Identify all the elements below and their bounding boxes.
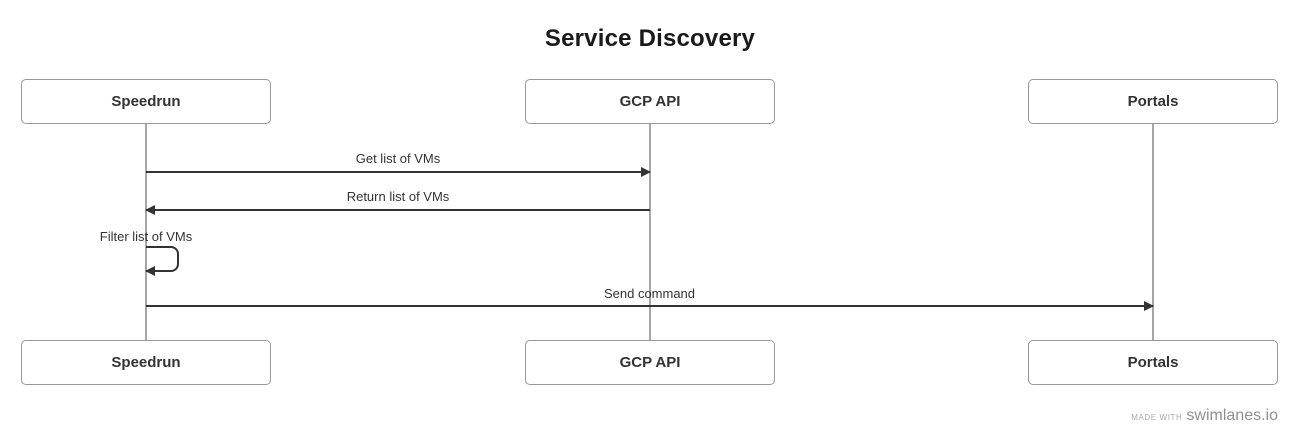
actor-bottom-gcp-api: GCP API bbox=[525, 340, 775, 385]
diagram-title: Service Discovery bbox=[544, 25, 756, 52]
actor-top-portals: Portals bbox=[1028, 79, 1278, 124]
arrowhead-left-icon bbox=[145, 266, 155, 276]
message-label: Send command bbox=[603, 286, 696, 301]
arrowhead-right-icon bbox=[1144, 301, 1154, 311]
actor-bottom-speedrun: Speedrun bbox=[21, 340, 271, 385]
message-label: Return list of VMs bbox=[346, 189, 450, 204]
message-send-command: Send command bbox=[146, 286, 1154, 311]
actor-label-gcp-api: GCP API bbox=[619, 354, 681, 371]
lifeline-portals bbox=[1152, 123, 1154, 341]
actor-label-portals: Portals bbox=[1127, 93, 1179, 110]
actor-top-gcp-api: GCP API bbox=[525, 79, 775, 124]
actor-label-gcp-api: GCP API bbox=[619, 93, 681, 110]
message-label: Get list of VMs bbox=[355, 151, 441, 166]
message-arrow-line bbox=[146, 167, 651, 177]
message-get-list-of-vms: Get list of VMs bbox=[146, 151, 651, 177]
actor-label-speedrun: Speedrun bbox=[111, 93, 181, 110]
actor-bottom-portals: Portals bbox=[1028, 340, 1278, 385]
lifeline-speedrun bbox=[145, 123, 147, 341]
message-arrow-line bbox=[146, 301, 1154, 311]
message-label: Filter list of VMs bbox=[99, 229, 193, 244]
swimlanes-brand: swimlanes.io bbox=[1186, 407, 1278, 424]
actor-label-portals: Portals bbox=[1127, 354, 1179, 371]
message-arrow-line bbox=[145, 205, 650, 215]
self-loop-line bbox=[146, 246, 179, 272]
actor-top-speedrun: Speedrun bbox=[21, 79, 271, 124]
message-return-list-of-vms: Return list of VMs bbox=[145, 189, 650, 215]
actor-label-speedrun: Speedrun bbox=[111, 354, 181, 371]
lifeline-gcp-api bbox=[649, 123, 651, 341]
made-with-label: MADE WITH bbox=[1131, 413, 1183, 422]
arrowhead-right-icon bbox=[641, 167, 651, 177]
arrowhead-left-icon bbox=[145, 205, 155, 215]
